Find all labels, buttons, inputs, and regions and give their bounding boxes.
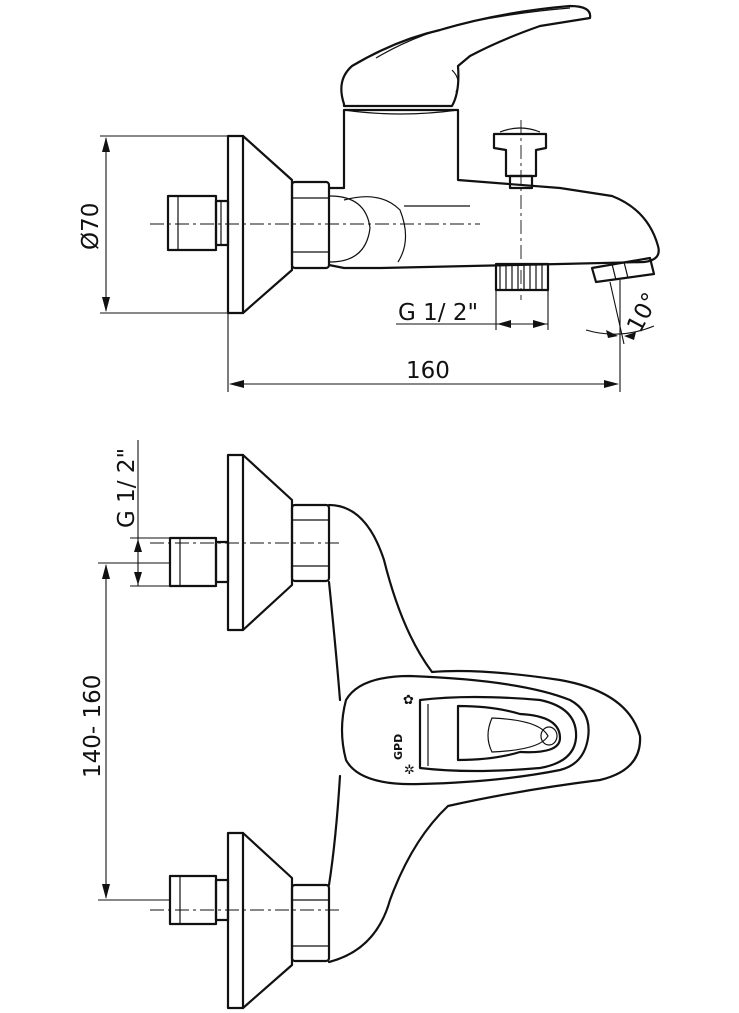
top-upper-flange	[168, 453, 331, 632]
side-wall-flange	[226, 134, 294, 315]
brand-logo: GPD	[392, 734, 405, 760]
spacing-label: 140- 160	[80, 675, 106, 778]
diameter-label: Ø70	[78, 203, 104, 250]
top-mixer-body	[327, 503, 642, 964]
side-view: Ø70 G 1/ 2" 10° 160	[78, 4, 664, 392]
hot-symbol: ✿	[403, 693, 414, 708]
length-dimension: 160	[227, 313, 621, 392]
side-thread-dimension: G 1/ 2"	[396, 290, 549, 330]
side-spout-aerator	[590, 256, 656, 284]
top-lever: GPD ✿ ✲	[340, 674, 590, 786]
diameter-dimension: Ø70	[78, 135, 228, 314]
side-lever-handle	[340, 4, 592, 108]
top-thread-label: G 1/ 2"	[114, 448, 140, 528]
side-thread-label: G 1/ 2"	[398, 300, 478, 326]
side-hex-nut	[290, 180, 331, 270]
top-thread-dimension: G 1/ 2"	[114, 440, 170, 587]
angle-label: 10°	[622, 289, 664, 337]
length-label: 160	[406, 358, 450, 384]
cold-symbol: ✲	[404, 763, 415, 778]
side-eccentric-connector	[166, 194, 230, 252]
side-diverter-knob	[492, 127, 548, 190]
side-bottom-thread	[494, 262, 550, 292]
top-lower-flange	[168, 831, 331, 1010]
top-view: GPD ✿ ✲ G 1/ 2" 140- 160	[80, 440, 642, 1010]
side-mixer-body	[327, 108, 660, 270]
spacing-dimension: 140- 160	[80, 562, 170, 901]
angle-dimension: 10°	[585, 280, 664, 345]
